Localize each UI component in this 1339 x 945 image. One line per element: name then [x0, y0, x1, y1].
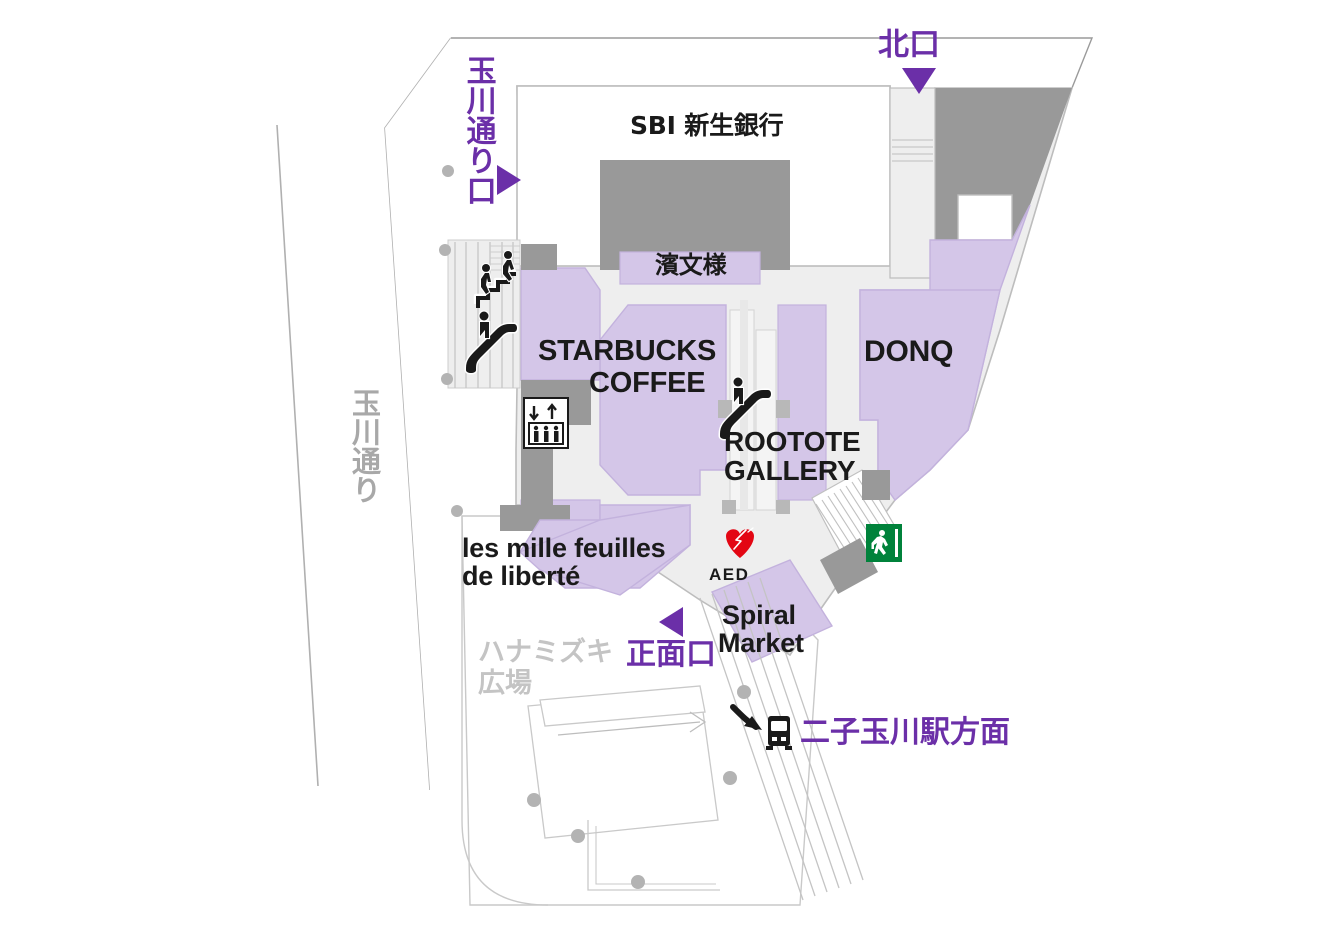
exit-arrow-front-icon — [659, 607, 683, 637]
plaza-ramp — [527, 685, 720, 891]
station-corridor-hatched — [699, 577, 864, 901]
street-label-tamagawa-dori: 玉川通り — [347, 388, 382, 504]
station-direction-arrow — [730, 704, 762, 730]
tenant-label-spiral-line1: Spiral — [722, 600, 796, 630]
aed-label: AED — [709, 565, 750, 584]
exit-arrow-north-icon — [902, 68, 936, 94]
exit-label-front: 正面口 — [626, 637, 716, 672]
tenant-label-rootote-line1: ROOTOTE — [724, 426, 861, 457]
plaza-label-line1: ハナミズキ — [478, 637, 613, 668]
train-icon — [766, 716, 792, 750]
tenant-label-hamamonyo: 濱文様 — [655, 251, 727, 279]
structure-walls-southeast — [820, 470, 890, 594]
escalator-icon-west — [464, 310, 519, 375]
aed-icon — [726, 527, 754, 558]
wayfinding-label-station: 二子玉川駅方面 — [800, 715, 1010, 750]
tenant-area-mille-feuilles — [518, 504, 691, 596]
tenant-label-starbucks-line1: STARBUCKS — [538, 335, 717, 367]
tenant-area-hamamonyo — [619, 251, 761, 285]
tenant-label-starbucks-line2: COFFEE — [589, 367, 706, 399]
exit-label-tamagawa-dori: 玉川通り口 — [460, 55, 496, 205]
tenant-label-mille-feuilles-line2: de liberté — [462, 561, 581, 591]
north-exit-corridor — [889, 87, 936, 279]
street-marker-dots — [439, 165, 751, 889]
plaza-label-line2: 広場 — [478, 668, 532, 699]
site-outline-stroke — [451, 37, 1094, 89]
elevator-icon — [523, 397, 569, 449]
emergency-exit-icon — [866, 524, 902, 562]
tenant-label-mille-feuilles-line1: les mille feuilles — [462, 533, 666, 563]
tenant-label-spiral-line2: Market — [718, 628, 804, 658]
tenant-area-west-strip — [520, 267, 601, 381]
tenant-area-spiral-market — [710, 559, 834, 663]
tenant-area-starbucks — [599, 304, 727, 496]
tenant-label-rootote-line2: GALLERY — [724, 455, 856, 486]
tenant-label-donq: DONQ — [864, 335, 954, 368]
exit-label-north: 北口 — [878, 27, 940, 63]
stairs-icon — [473, 249, 516, 308]
exit-arrow-tamagawa-dori-icon — [497, 165, 521, 195]
escalator-icon-center — [718, 376, 773, 441]
tenant-label-sbi-bank: SBI 新生銀行 — [630, 111, 784, 140]
